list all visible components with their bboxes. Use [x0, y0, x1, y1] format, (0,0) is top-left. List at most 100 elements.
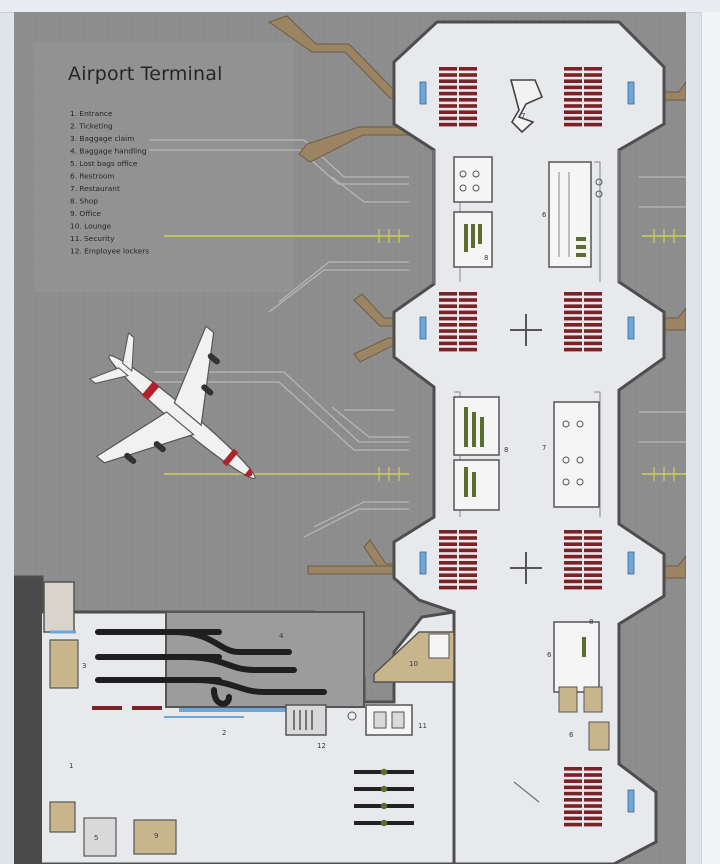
seat-row — [584, 335, 602, 339]
office-tan-right: 6 — [558, 686, 610, 751]
seat-row — [564, 798, 582, 802]
seat-row — [459, 316, 477, 321]
seat-row — [584, 536, 602, 540]
seat-row — [564, 347, 582, 352]
seat-row — [564, 323, 582, 327]
runway-ticks — [378, 229, 675, 481]
seat-row — [459, 104, 477, 108]
legend-item: 4. Baggage handling — [70, 147, 147, 156]
seat-row — [584, 561, 602, 565]
walkway-line — [513, 781, 540, 803]
seat-row — [584, 79, 602, 83]
seat-row — [584, 785, 602, 790]
seat-row — [564, 822, 582, 827]
seat-row — [584, 791, 602, 796]
label-office: 9 — [154, 832, 158, 840]
seat-row — [584, 530, 602, 534]
seat-row — [584, 779, 602, 783]
seat-row — [459, 335, 477, 339]
seat-row — [584, 585, 602, 590]
seat-row — [584, 573, 602, 577]
title-backdrop — [34, 42, 294, 292]
seat-row — [439, 536, 457, 540]
seat-row — [564, 304, 582, 308]
seat-row — [459, 561, 477, 565]
label-lockers: 12 — [317, 742, 326, 750]
seat-row — [564, 573, 582, 577]
label-shop-a: 8 — [484, 254, 488, 262]
label-restaurant-a: 7 — [521, 112, 525, 120]
seat-row — [564, 791, 582, 796]
label-lost-bags: 5 — [94, 834, 98, 842]
seat-row — [564, 67, 582, 71]
label-restroom-c: 6 — [569, 731, 574, 739]
seat-row — [564, 561, 582, 565]
legend-item: 8. Shop — [70, 197, 98, 206]
seat-row — [584, 98, 602, 102]
restroom-lower-right: 6 8 — [547, 618, 600, 693]
seat-row — [584, 304, 602, 308]
seat-row — [584, 116, 602, 121]
seat-row — [459, 67, 477, 71]
seat-row — [439, 347, 457, 352]
seat-row — [439, 542, 457, 546]
seat-row — [564, 341, 582, 346]
dining-upper-left — [459, 170, 480, 192]
restroom-upper-right: 6 — [542, 161, 603, 268]
seat-row — [459, 292, 477, 296]
seat-row — [564, 767, 582, 771]
seat-row — [459, 310, 477, 315]
seat-row — [564, 554, 582, 559]
seat-row — [439, 579, 457, 584]
seat-row — [439, 304, 457, 308]
shop-left-lower: 8 — [453, 396, 508, 511]
map-title: Airport Terminal — [68, 63, 223, 85]
seat-row — [584, 810, 602, 814]
seat-row — [459, 116, 477, 121]
gate-markers — [510, 314, 542, 584]
legend-item: 5. Lost bags office — [70, 159, 138, 168]
seat-row — [459, 98, 477, 102]
legend-item: 2. Ticketing — [70, 122, 113, 131]
seat-row — [564, 542, 582, 546]
seat-row — [439, 316, 457, 321]
seat-row — [564, 536, 582, 540]
label-shop-c: 8 — [589, 618, 593, 626]
seat-row — [564, 116, 582, 121]
seat-row — [439, 573, 457, 577]
seat-row — [459, 530, 477, 534]
restaurant-top: 7 — [509, 79, 544, 134]
scroll-strip[interactable] — [701, 12, 720, 864]
gate-seating — [439, 67, 602, 827]
seat-row — [564, 785, 582, 790]
seat-row — [584, 292, 602, 296]
seat-row — [584, 85, 602, 90]
legend-item: 12. Employee lockers — [70, 247, 149, 256]
seat-row — [439, 323, 457, 327]
seat-row — [439, 310, 457, 315]
label-lounge: 10 — [409, 660, 418, 668]
label-ticketing: 2 — [222, 729, 226, 737]
seat-row — [564, 122, 582, 127]
seat-row — [584, 822, 602, 827]
seat-row — [564, 91, 582, 96]
seat-row — [459, 110, 477, 114]
terminal-map: 7 8 6 — [14, 12, 686, 864]
seat-row — [459, 579, 477, 584]
seat-row — [564, 316, 582, 321]
seat-row — [459, 548, 477, 553]
seat-row — [439, 122, 457, 127]
seat-row — [584, 323, 602, 327]
security-scanners — [380, 768, 388, 827]
restaurant-right-lower: 7 — [542, 401, 600, 508]
seat-row — [439, 104, 457, 108]
seat-row — [584, 316, 602, 321]
label-restroom-b: 6 — [547, 651, 552, 659]
seat-row — [564, 85, 582, 90]
seat-row — [564, 530, 582, 534]
seat-row — [459, 122, 477, 127]
seat-row — [564, 810, 582, 814]
seat-row — [439, 585, 457, 590]
seat-row — [459, 554, 477, 559]
